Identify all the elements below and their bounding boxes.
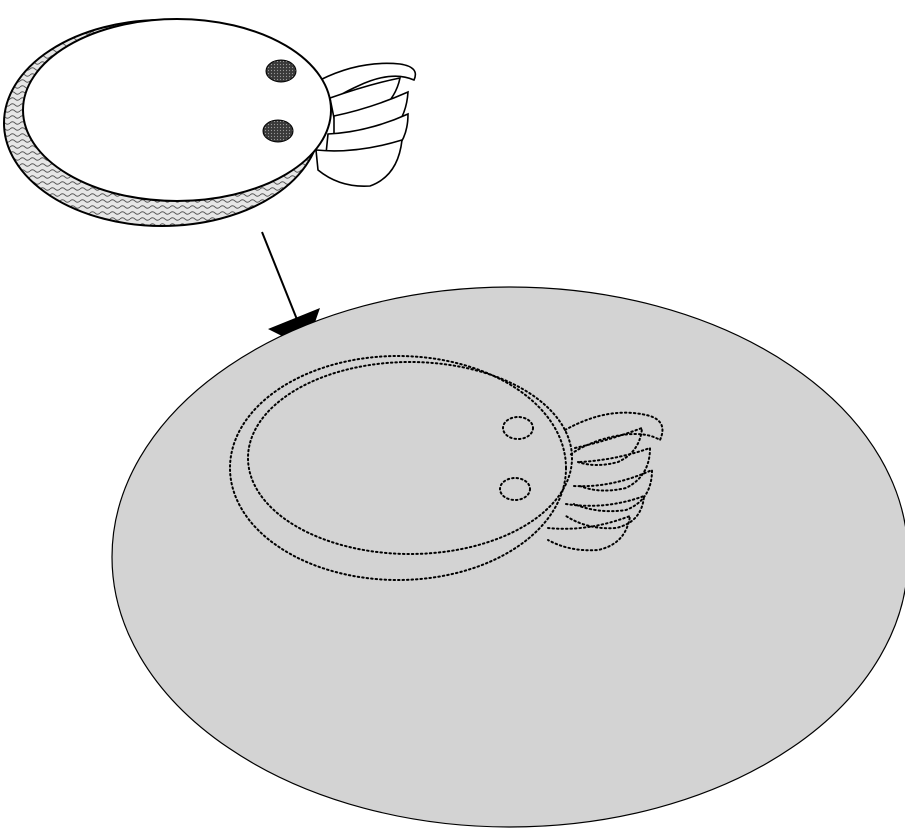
claw-appendages bbox=[316, 63, 415, 186]
grey-oval-surface bbox=[112, 287, 905, 827]
arrow-shaft bbox=[262, 232, 298, 322]
lower-eye bbox=[263, 120, 293, 142]
creature-top bbox=[4, 19, 415, 226]
upper-eye bbox=[266, 60, 296, 82]
creature-body bbox=[23, 19, 331, 201]
